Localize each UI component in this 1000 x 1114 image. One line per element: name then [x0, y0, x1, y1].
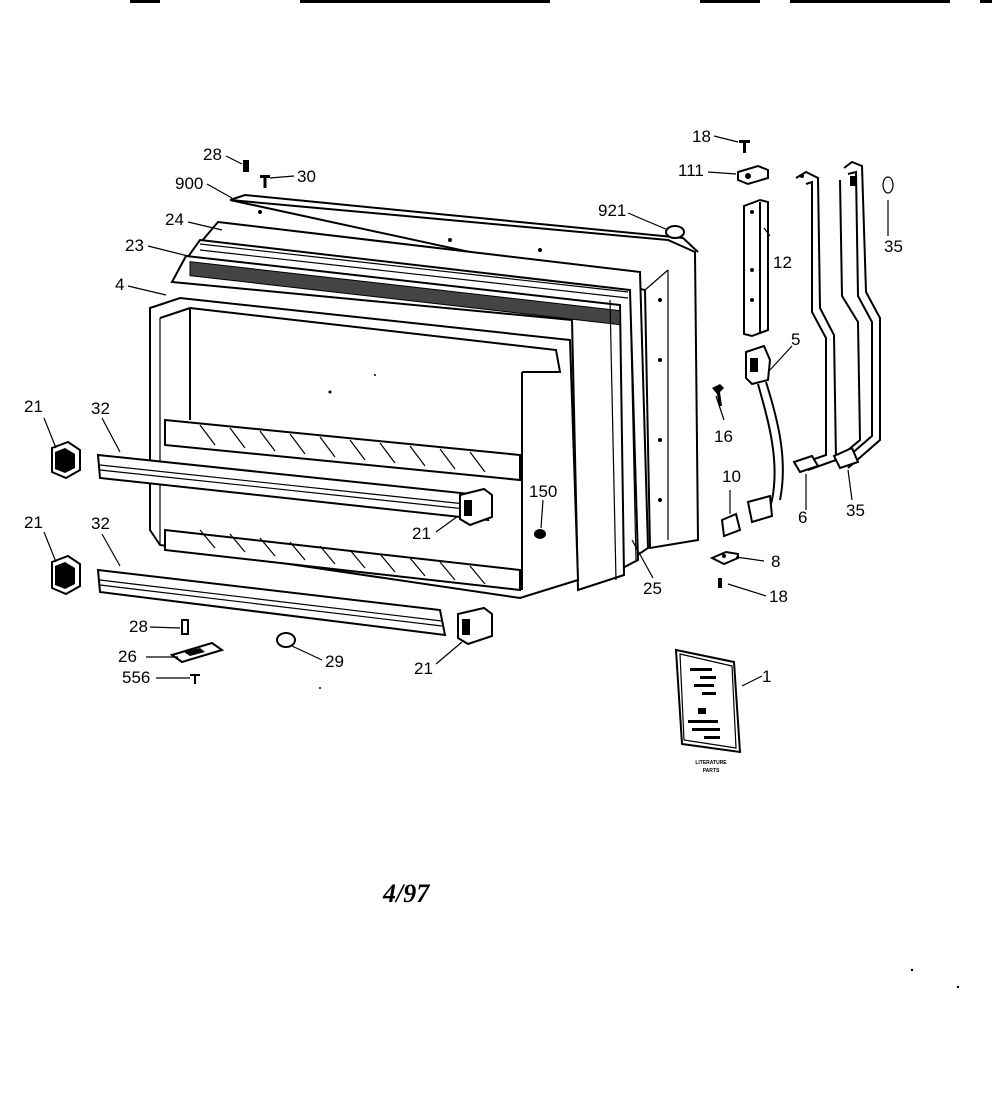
screw-16 — [712, 384, 724, 406]
shelf-bar-upper — [96, 453, 490, 522]
screw-28-top — [243, 160, 249, 172]
shelf-bracket-left-lower — [51, 554, 81, 596]
label-1: 1 — [762, 667, 771, 686]
label-8: 8 — [771, 552, 780, 571]
hinge-cap-111 — [737, 164, 769, 186]
shelf-bracket-right-lower — [457, 606, 493, 646]
label-28-top: 28 — [203, 145, 222, 164]
label-32-upper: 32 — [91, 399, 110, 418]
bracket-26 — [169, 641, 225, 664]
screw-28-bottom — [181, 619, 189, 635]
label-26: 26 — [118, 647, 137, 666]
literature-caption-line2: PARTS — [703, 768, 720, 774]
hinge-arm-6 — [792, 170, 838, 474]
label-12: 12 — [773, 253, 792, 272]
shelf-bracket-right-upper — [459, 487, 493, 527]
plug-150 — [534, 529, 546, 539]
leader-lines — [43, 135, 889, 687]
label-21-left-lower: 21 — [24, 513, 43, 532]
label-21-left-upper: 21 — [24, 397, 43, 416]
screw-30 — [260, 175, 270, 188]
label-29: 29 — [325, 652, 344, 671]
label-32-lower: 32 — [91, 514, 110, 533]
label-6: 6 — [798, 508, 807, 527]
label-21-right-upper: 21 — [412, 524, 431, 543]
label-111: 111 — [678, 161, 704, 180]
literature-booklet: LITERATURE PARTS — [674, 648, 742, 774]
label-18-top: 18 — [692, 127, 711, 146]
label-35-bottom: 35 — [846, 501, 865, 520]
screw-18-bottom — [718, 578, 722, 588]
label-16: 16 — [714, 427, 733, 446]
outer-door-panel — [229, 193, 700, 550]
label-900: 900 — [175, 174, 203, 193]
upper-shelf-ribs — [199, 424, 486, 473]
cap-921 — [665, 225, 685, 239]
label-5: 5 — [791, 330, 800, 349]
label-30: 30 — [297, 167, 316, 186]
screw-556 — [190, 674, 200, 684]
lower-shelf-ribs — [199, 529, 486, 585]
label-556: 556 — [122, 668, 150, 687]
ring-35 — [882, 176, 894, 194]
label-150: 150 — [529, 482, 557, 501]
literature-caption-line1: LITERATURE — [695, 760, 727, 766]
label-25: 25 — [643, 579, 662, 598]
label-10: 10 — [722, 467, 741, 486]
label-921: 921 — [598, 201, 626, 220]
plug-29 — [276, 632, 296, 648]
cropped-header-marks — [130, 0, 992, 3]
shelf-bracket-left-upper — [51, 440, 81, 480]
label-35-top: 35 — [884, 237, 903, 256]
handle-bracket-5 — [745, 344, 784, 524]
label-24: 24 — [165, 210, 184, 229]
hinge-arm-35 — [832, 160, 881, 470]
label-28-bottom: 28 — [129, 617, 148, 636]
label-4: 4 — [115, 275, 124, 294]
part-labels: 18 111 28 30 900 921 12 35 24 23 4 5 16 … — [24, 127, 903, 687]
label-23: 23 — [125, 236, 144, 255]
bracket-10 — [720, 512, 742, 538]
label-21-right-lower: 21 — [414, 659, 433, 678]
inner-door-liner — [149, 296, 580, 600]
shelf-bar-lower — [96, 568, 447, 637]
pin-8 — [709, 550, 739, 566]
hinge-plate-12 — [743, 198, 769, 338]
door-gasket-frames — [170, 220, 650, 592]
date-code: 4/97 — [382, 879, 430, 908]
screw-18-top — [739, 140, 750, 153]
label-18-bottom: 18 — [769, 587, 788, 606]
